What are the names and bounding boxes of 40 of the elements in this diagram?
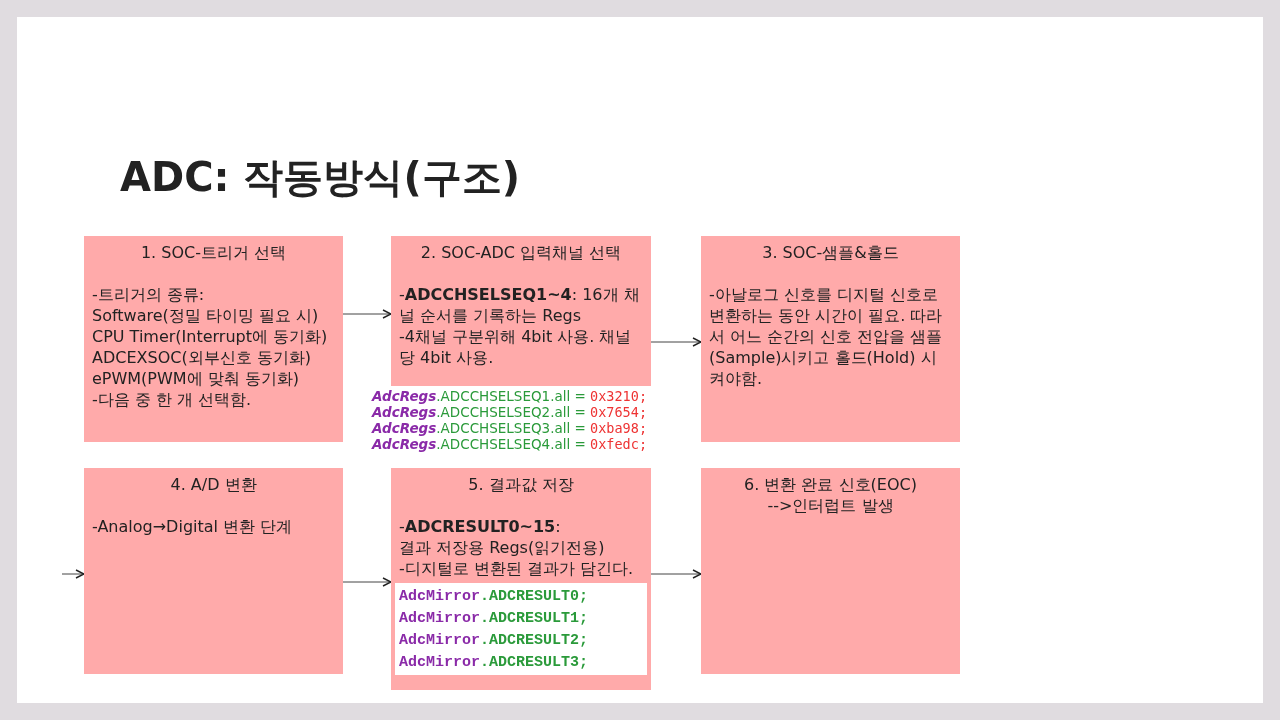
chevron-arrow bbox=[342, 577, 392, 587]
step-box bbox=[84, 236, 343, 442]
step-heading: 2. SOC-ADC 입력채널 선택 bbox=[419, 242, 623, 263]
step-text: ADCEXSOC(외부신호 동기화) bbox=[92, 347, 312, 368]
step-box bbox=[701, 236, 960, 442]
step-box bbox=[391, 236, 651, 386]
step-text: -Analog→Digital 변환 단계 bbox=[92, 516, 294, 537]
code-line: AdcMirror.ADCRESULT2; bbox=[399, 631, 590, 651]
code-line: AdcMirror.ADCRESULT3; bbox=[399, 653, 590, 673]
step-box bbox=[84, 468, 343, 674]
step-heading: 1. SOC-트리거 선택 bbox=[139, 242, 288, 263]
code-line: AdcRegs.ADCCHSELSEQ3.all = 0xba98; bbox=[372, 420, 647, 436]
step-text: 결과 저장용 Regs(읽기전용) bbox=[399, 537, 606, 558]
step-text: -->인터럽트 발생 bbox=[766, 495, 895, 516]
step-heading: 4. A/D 변환 bbox=[169, 474, 258, 495]
step-box bbox=[391, 468, 651, 690]
chevron-arrow bbox=[61, 569, 85, 579]
code-line: AdcRegs.ADCCHSELSEQ1.all = 0x3210; bbox=[372, 388, 647, 404]
slide-title: ADC: 작동방식(구조) bbox=[120, 153, 520, 202]
step-text: ePWM(PWM에 맞춰 동기화) bbox=[92, 368, 301, 389]
code-line: AdcRegs.ADCCHSELSEQ2.all = 0x7654; bbox=[372, 404, 647, 420]
code-line: AdcMirror.ADCRESULT0; bbox=[399, 587, 590, 607]
step-heading: 6. 변환 완료 신호(EOC) bbox=[743, 474, 918, 495]
code-line: AdcRegs.ADCCHSELSEQ4.all = 0xfedc; bbox=[372, 436, 647, 452]
step-text: -디지털로 변환된 결과가 담긴다. bbox=[399, 558, 635, 579]
step-text: -트리거의 종류: bbox=[92, 284, 206, 305]
step-box bbox=[701, 468, 960, 674]
step-text: -4채널 구분위해 4bit 사용. 채널당 4bit 사용. bbox=[399, 326, 633, 368]
step-heading: 3. SOC-샘플&홀드 bbox=[761, 242, 900, 263]
chevron-arrow bbox=[650, 337, 702, 347]
code-line: AdcMirror.ADCRESULT1; bbox=[399, 609, 590, 629]
step-text: -ADCRESULT0~15: bbox=[399, 516, 562, 537]
step-text: -ADCCHSELSEQ1~4: 16개 채널 순서를 기록하는 Regs bbox=[399, 284, 641, 326]
step-heading: 5. 결과값 저장 bbox=[467, 474, 575, 495]
step-text: CPU Timer(Interrupt에 동기화) bbox=[92, 326, 329, 347]
chevron-arrow bbox=[650, 569, 702, 579]
step-text: Software(정밀 타이밍 필요 시) bbox=[92, 305, 320, 326]
step-text: -아날로그 신호를 디지털 신호로 변환하는 동안 시간이 필요. 따라서 어느 순간의 신호 전압을 샘플(Sample)시키고 홀드(Hold) 시켜야함. bbox=[709, 284, 944, 389]
chevron-arrow bbox=[342, 309, 392, 319]
step-text: -다음 중 한 개 선택함. bbox=[92, 389, 253, 410]
